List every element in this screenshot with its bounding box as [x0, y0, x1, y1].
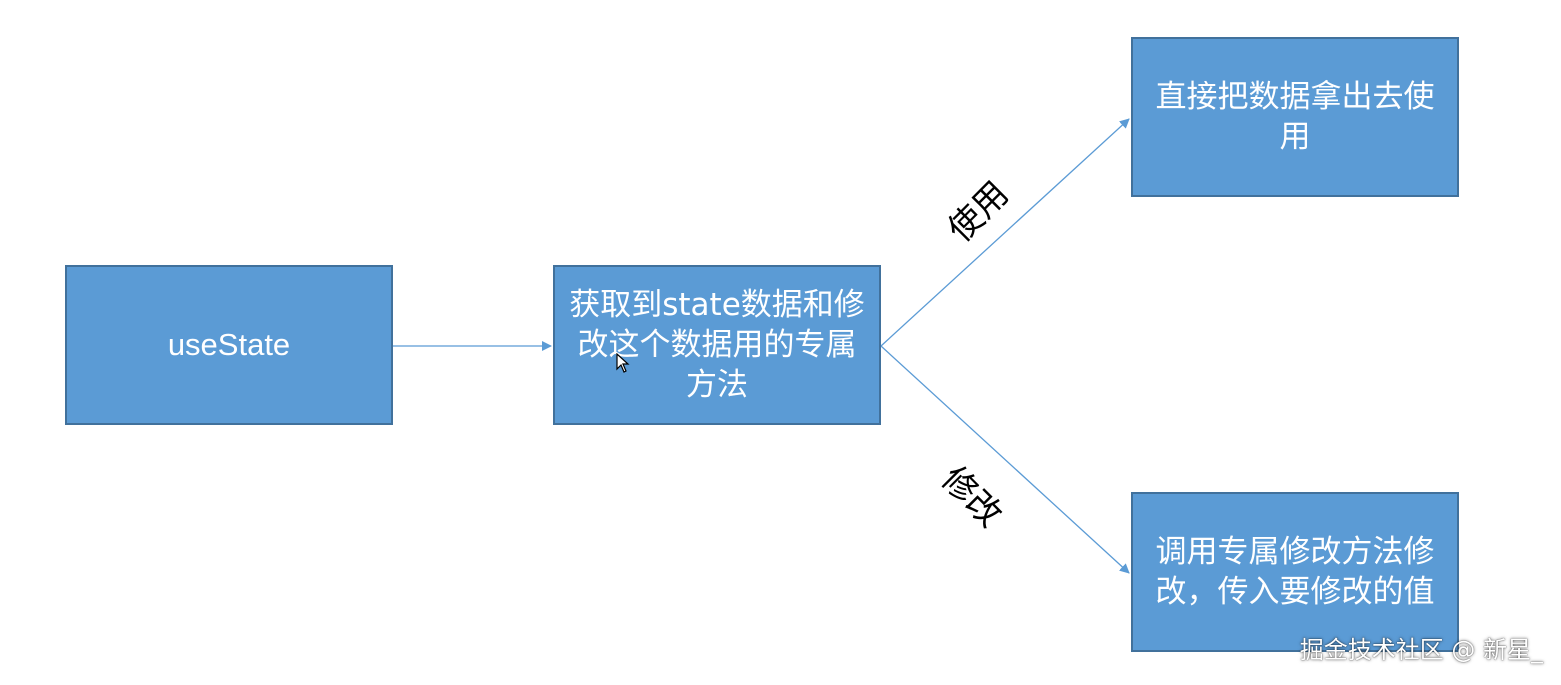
arrow-get-to-modify	[880, 345, 1130, 574]
arrow-get-to-use	[880, 118, 1130, 347]
mouse-cursor-icon	[616, 353, 630, 373]
usestate-node-label: useState	[167, 326, 291, 362]
use-data-node: 直接把数据拿出去使用	[1131, 37, 1459, 197]
usestate-node: useState	[65, 265, 393, 425]
use-data-node-label: 直接把数据拿出去使用	[1155, 78, 1435, 155]
modify-data-node-label: 调用专属修改方法修改，传入要修改的值	[1155, 533, 1435, 610]
get-state-node: 获取到state数据和修改这个数据用的专属方法	[553, 265, 881, 425]
modify-data-node: 调用专属修改方法修改，传入要修改的值	[1131, 492, 1459, 652]
get-state-node-label: 获取到state数据和修改这个数据用的专属方法	[569, 286, 865, 404]
watermark: 掘金技术社区 @ 新星_	[1299, 636, 1543, 664]
